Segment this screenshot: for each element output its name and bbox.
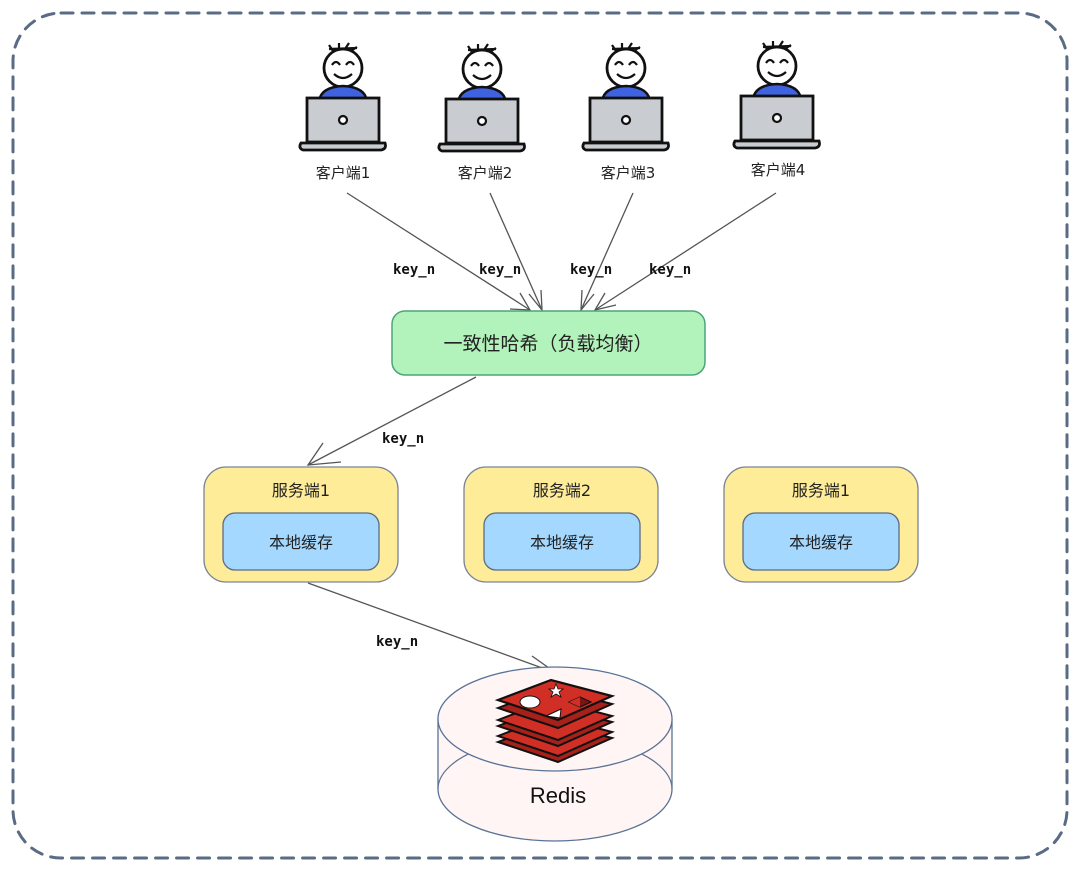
local-cache: 本地缓存 [222, 512, 380, 571]
local-cache-label: 本地缓存 [530, 533, 594, 552]
user-laptop-icon [298, 41, 387, 152]
arrow-server1-to-redis [307, 582, 559, 674]
redis-logo-icon [494, 678, 616, 764]
server-2: 服务端2 本地缓存 [463, 466, 659, 583]
client-4: 客户端4 [732, 39, 821, 179]
server-title: 服务端2 [533, 481, 591, 500]
arrow-lb-to-server1 [306, 376, 477, 466]
edge-label-client3: key_n [570, 262, 612, 278]
client-1: 客户端1 [298, 41, 387, 182]
consistent-hash-load-balancer: 一致性哈希（负载均衡） [391, 310, 706, 376]
client-2: 客户端2 [437, 42, 526, 182]
local-cache-label: 本地缓存 [269, 533, 333, 552]
client-label: 客户端3 [601, 164, 656, 182]
outer-dashed-frame [11, 11, 1069, 860]
server-title: 服务端1 [272, 481, 330, 500]
load-balancer-label: 一致性哈希（负载均衡） [443, 333, 652, 355]
arrow-client3-to-lb [580, 192, 634, 312]
redis-label: Redis [530, 783, 586, 808]
user-laptop-icon [437, 42, 526, 153]
user-laptop-icon [581, 41, 670, 152]
arrow-client4-to-lb [593, 192, 777, 311]
edge-label-client4: key_n [649, 262, 691, 278]
local-cache-label: 本地缓存 [789, 533, 853, 552]
redis-database: Redis [437, 666, 673, 842]
arrow-client2-to-lb [489, 192, 543, 312]
local-cache: 本地缓存 [742, 512, 900, 571]
edge-label-server-to-redis: key_n [376, 634, 418, 650]
server-title: 服务端1 [792, 481, 850, 500]
edge-label-client1: key_n [393, 262, 435, 278]
arrow-client1-to-lb [346, 192, 532, 311]
client-label: 客户端4 [751, 161, 806, 179]
edge-label-client2: key_n [479, 262, 521, 278]
client-3: 客户端3 [581, 41, 670, 182]
server-3: 服务端1 本地缓存 [723, 466, 919, 583]
client-label: 客户端1 [316, 164, 371, 182]
edge-label-lb-to-server: key_n [382, 431, 424, 447]
user-laptop-icon [732, 39, 821, 150]
server-1: 服务端1 本地缓存 [203, 466, 399, 583]
local-cache: 本地缓存 [483, 512, 641, 571]
client-label: 客户端2 [458, 164, 513, 182]
